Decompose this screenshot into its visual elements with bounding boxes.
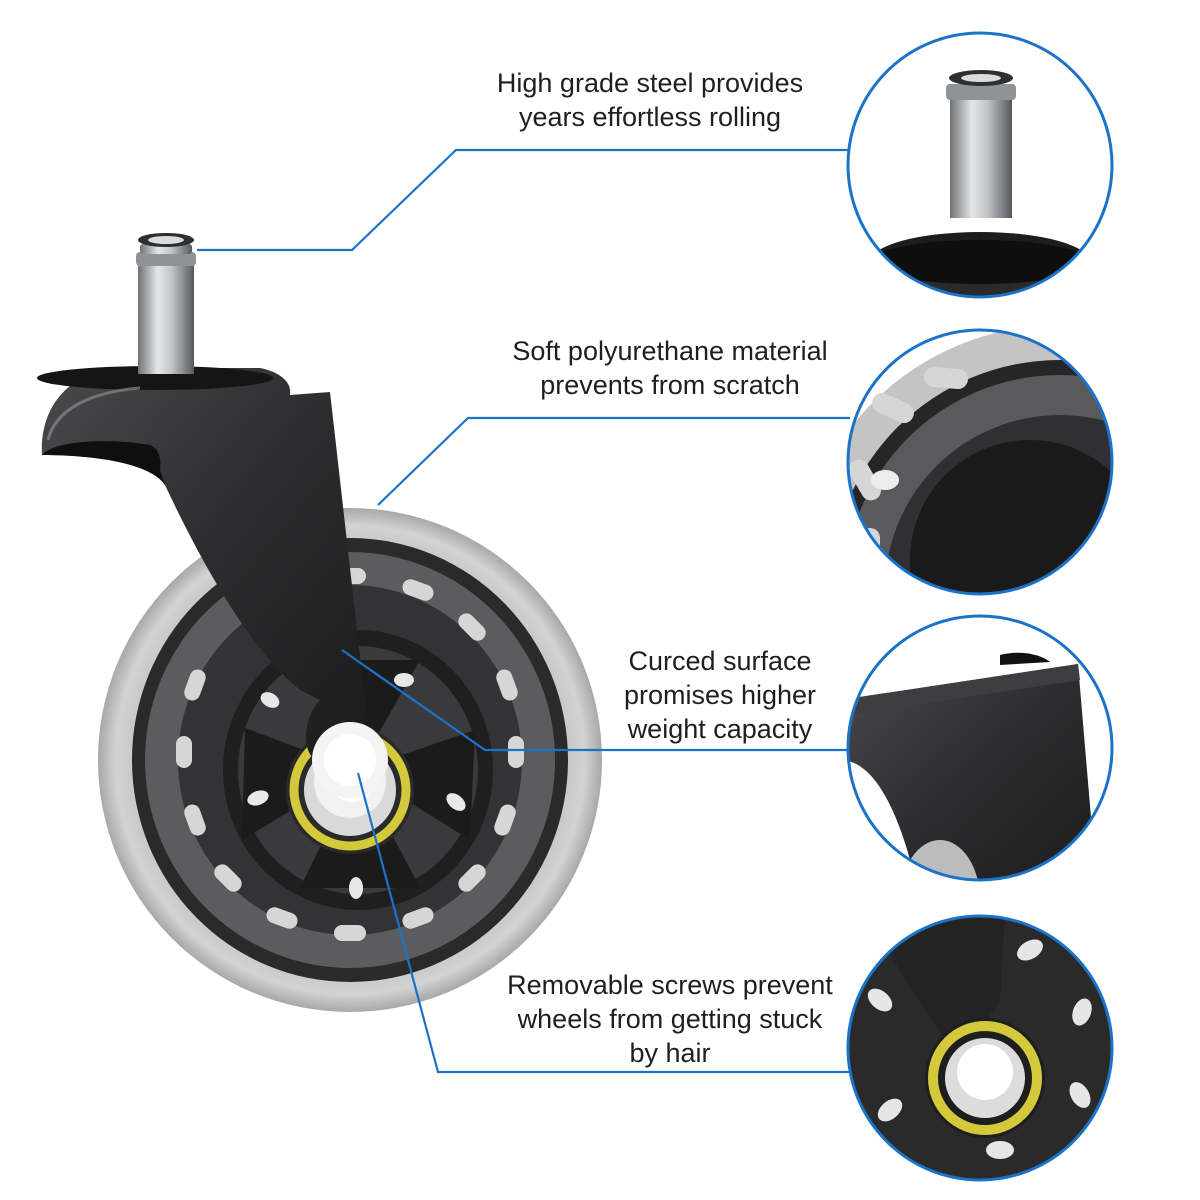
caster-bracket [37,366,388,798]
callout-line: Curced surface [628,646,812,676]
callout-surface-text: Curced surface promises higher weight ca… [590,644,850,746]
callout-line: promises higher [623,680,817,710]
callout-line: weight capacity [627,714,813,744]
callout-line: Soft polyurethane material [512,336,828,366]
callout-line: by hair [629,1038,711,1068]
callout-line: years effortless rolling [518,102,782,132]
bracket-fork-detail [846,614,1114,882]
callout-line: Removable screws prevent [507,970,833,1000]
steel-stem-detail [846,31,1114,299]
callout-screws-text: Removable screws prevent wheels from get… [480,968,860,1070]
callout-line: prevents from scratch [540,370,800,400]
callout-line: High grade steel provides [496,68,804,98]
leader-lines [197,148,850,1074]
bearing-hub-detail [846,914,1114,1182]
callout-polyurethane-text: Soft polyurethane material prevents from… [490,334,850,402]
steel-stem [136,233,196,374]
callout-line: wheels from getting stuck [517,1004,823,1034]
callout-steel-text: High grade steel provides years effortle… [470,66,830,134]
